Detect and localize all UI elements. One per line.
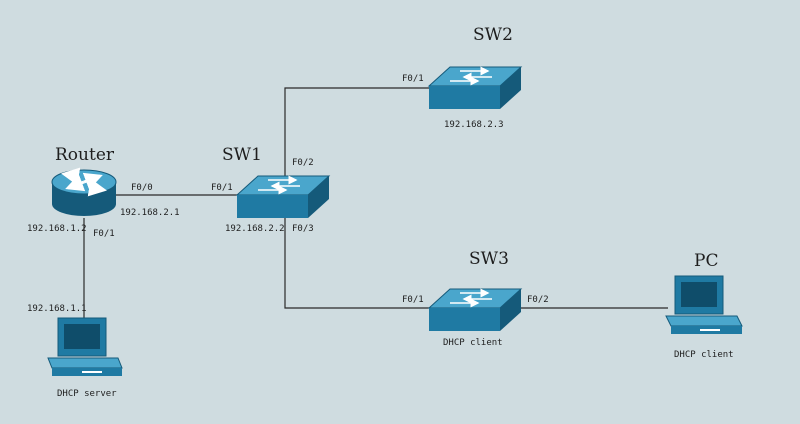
sw3-name: SW3	[469, 249, 509, 269]
sw1-port-sw2: F0/2	[292, 158, 314, 168]
sw1-ip: 192.168.2.2	[225, 224, 285, 234]
link-sw1-sw2	[284, 87, 430, 178]
switch-icon[interactable]	[427, 66, 523, 109]
pc-caption: DHCP client	[674, 350, 734, 360]
router-icon[interactable]	[51, 167, 117, 216]
pc-name: PC	[694, 251, 718, 271]
router-ip-lan: 192.168.1.2	[27, 224, 87, 234]
router-port-wan: F0/0	[131, 183, 153, 193]
router-name: Router	[55, 145, 115, 165]
switch-icon[interactable]	[235, 175, 331, 218]
sw3-caption: DHCP client	[443, 338, 503, 348]
router-ip-wan: 192.168.2.1	[120, 208, 180, 218]
sw2-ip: 192.168.2.3	[444, 120, 504, 130]
sw1-name: SW1	[222, 145, 262, 165]
computer-icon[interactable]	[665, 275, 743, 334]
sw1-port-sw3: F0/3	[292, 224, 314, 234]
router-port-lan: F0/1	[93, 229, 115, 239]
sw2-name: SW2	[473, 25, 513, 45]
sw3-port-pc: F0/2	[527, 295, 549, 305]
sw3-port-sw1: F0/1	[402, 295, 424, 305]
server-ip: 192.168.1.1	[27, 304, 87, 314]
switch-icon[interactable]	[427, 288, 523, 331]
sw2-port-sw1: F0/1	[402, 74, 424, 84]
server-caption: DHCP server	[57, 389, 117, 399]
computer-icon[interactable]	[47, 317, 123, 376]
sw1-port-router: F0/1	[211, 183, 233, 193]
link-sw1-sw3	[284, 218, 430, 309]
